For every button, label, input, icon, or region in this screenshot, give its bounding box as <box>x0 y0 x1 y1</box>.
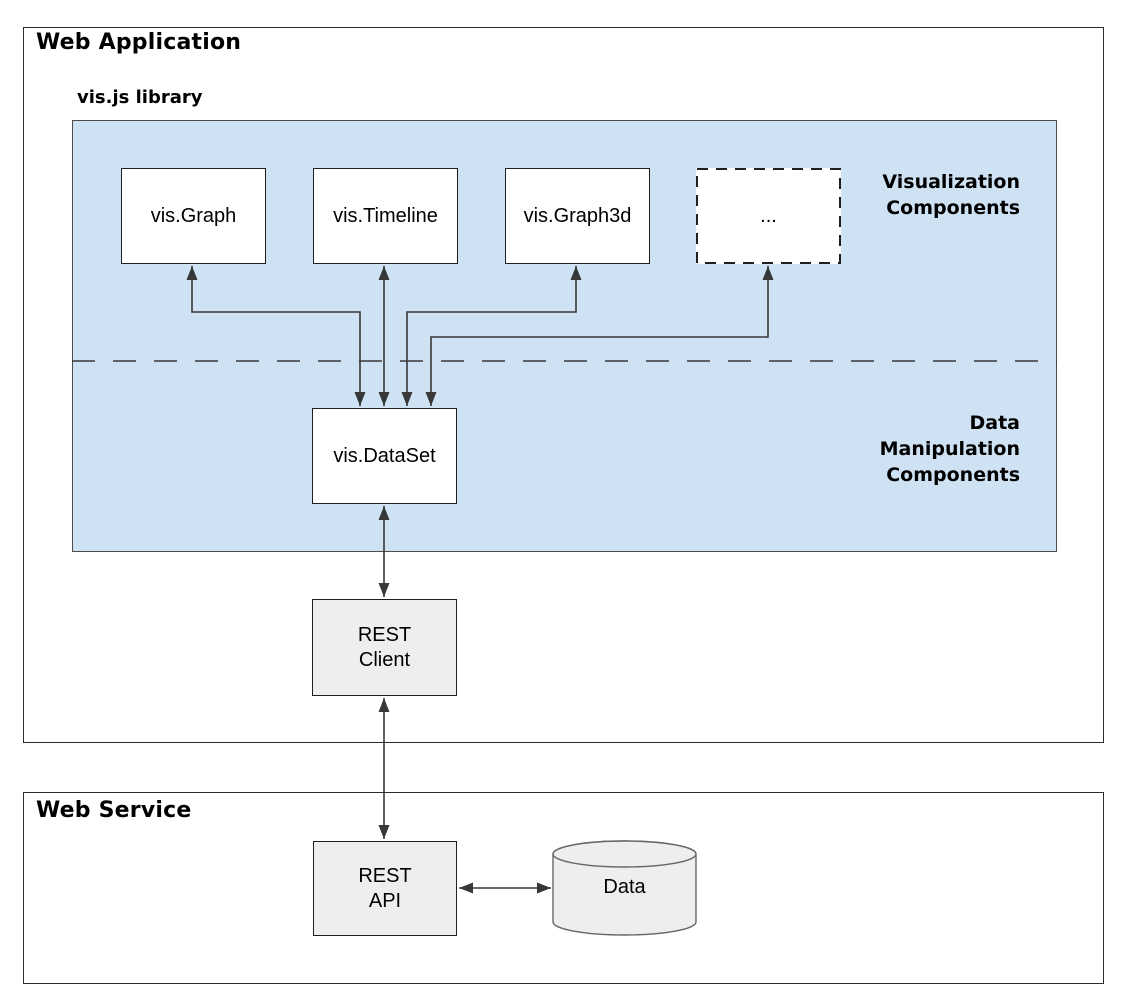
node-data-store-label: Data <box>603 876 646 898</box>
node-vis-dataset: vis.DataSet <box>312 408 457 504</box>
visualization-components-label: Visualization Components <box>882 171 1020 219</box>
node-rest-api: REST API <box>313 841 457 936</box>
node-rest-client: REST Client <box>312 599 457 696</box>
node-vis-graph3d: vis.Graph3d <box>505 168 650 264</box>
data-manipulation-components-label: Data Manipulation Components <box>879 412 1020 486</box>
web-service-title: Web Service <box>36 798 192 823</box>
web-application-title: Web Application <box>36 30 242 55</box>
node-vis-timeline: vis.Timeline <box>313 168 458 264</box>
visjs-library-label: vis.js library <box>77 87 203 108</box>
node-more-components: ... <box>696 168 841 264</box>
node-vis-graph: vis.Graph <box>121 168 266 264</box>
